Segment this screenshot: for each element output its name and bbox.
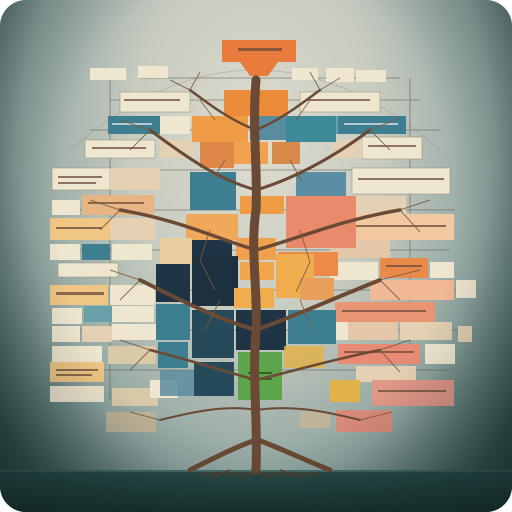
tree-branches [118, 75, 402, 475]
tree-twigs [89, 71, 431, 421]
tree-roots [200, 469, 320, 481]
central-boxes [156, 40, 356, 400]
floor [0, 472, 512, 512]
